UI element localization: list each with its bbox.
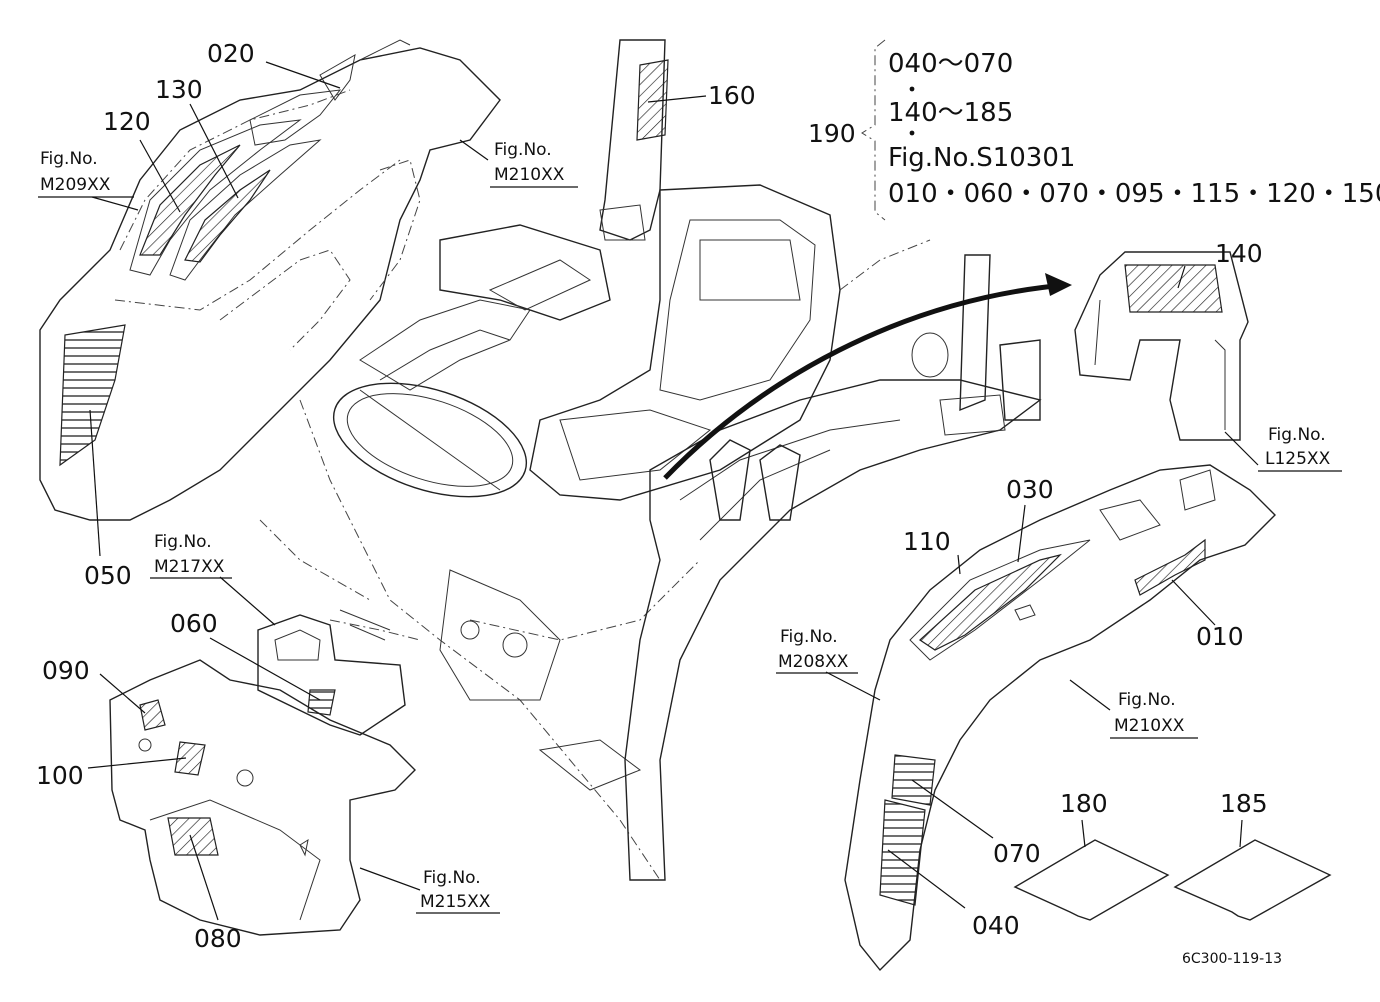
fig-ref-m217-label: Fig.No. (154, 532, 212, 552)
callout-010: 010 (1196, 622, 1244, 651)
callout-160: 160 (708, 81, 756, 110)
callout-020: 020 (207, 39, 255, 68)
callout-070: 070 (993, 839, 1041, 868)
fig-ref-m208-code: M208XX (778, 652, 849, 672)
callout-090: 090 (42, 656, 90, 685)
callout-030: 030 (1006, 475, 1054, 504)
callout-185: 185 (1220, 789, 1268, 818)
callout-080: 080 (194, 924, 242, 953)
callout-numbers: 020 130 120 160 190 140 050 030 110 010 … (36, 39, 1268, 953)
callout-130: 130 (155, 75, 203, 104)
fig-ref-l125-code: L125XX (1265, 449, 1331, 469)
leader-lines (87, 61, 1259, 921)
group-190-line1: 040～070 (888, 49, 1013, 79)
fig-ref-m209-code: M209XX (40, 175, 111, 195)
callout-190: 190 (808, 119, 856, 148)
fig-ref-m210-bottom-code: M210XX (1114, 716, 1185, 736)
fig-ref-m210-top-label: Fig.No. (494, 140, 552, 160)
callout-040: 040 (972, 911, 1020, 940)
tractor-cab-assembly (259, 39, 1042, 881)
callout-140: 140 (1215, 239, 1263, 268)
relocation-arrow (663, 273, 1072, 480)
decal-sheets (1013, 839, 1332, 921)
fig-ref-m217-code: M217XX (154, 557, 225, 577)
callout-110: 110 (903, 527, 951, 556)
callout-120: 120 (103, 107, 151, 136)
fig-ref-m210-bottom-label: Fig.No. (1118, 690, 1176, 710)
group-190-line4: 010・060・070・095・115・120・150 (888, 179, 1380, 209)
left-fender-assembly (39, 39, 501, 521)
callout-180: 180 (1060, 789, 1108, 818)
fig-ref-m215-label: Fig.No. (423, 868, 481, 888)
group-190-list: 040～070 140～185 Fig.No.S10301 010・060・07… (861, 39, 1380, 221)
fig-ref-l125-label: Fig.No. (1268, 425, 1326, 445)
fig-ref-m210-top-code: M210XX (494, 165, 565, 185)
callout-100: 100 (36, 761, 84, 790)
battery-box-part (257, 614, 406, 736)
drawing-code: 6C300-119-13 (1182, 951, 1282, 967)
callout-050: 050 (84, 561, 132, 590)
rops-bracket-part (1074, 251, 1249, 441)
left-step-panel (109, 659, 416, 936)
fig-ref-m208-label: Fig.No. (780, 627, 838, 647)
group-190-line2: 140～185 (888, 98, 1013, 128)
callout-060: 060 (170, 609, 218, 638)
group-190-line3: Fig.No.S10301 (888, 143, 1075, 173)
figure-references: Fig.No. M209XX Fig.No. M210XX Fig.No. M2… (38, 140, 1342, 914)
fig-ref-m215-code: M215XX (420, 892, 491, 912)
fig-ref-m209-label: Fig.No. (40, 149, 98, 169)
right-rear-fender (844, 464, 1276, 972)
